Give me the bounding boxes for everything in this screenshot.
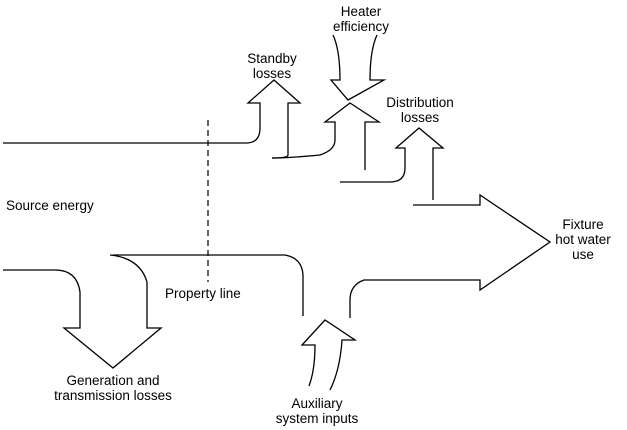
fixture-output-arrow [349,193,552,318]
property-line-label: Property line [165,286,241,301]
auxiliary-system-inputs-label: Auxiliary system inputs [275,396,359,426]
fixture-hot-water-use-label: Fixture hot water use [555,217,611,262]
heater-efficiency-arrow [329,34,387,101]
distribution-losses-label: Distribution losses [386,95,454,125]
main-distribution-line [113,254,304,316]
generation-transmission-losses-label: Generation and transmission losses [54,373,172,403]
auxiliary-inputs-arrow [300,319,358,391]
distribution-losses-arrow [340,127,445,200]
generation-losses-arrow [3,254,163,369]
standby-losses-arrow [3,79,302,159]
standby-losses-label: Standby losses [247,51,297,81]
heater-input-flow [271,102,382,170]
heater-efficiency-label: Heater efficiency [332,4,390,34]
source-energy-label: Source energy [6,198,94,213]
